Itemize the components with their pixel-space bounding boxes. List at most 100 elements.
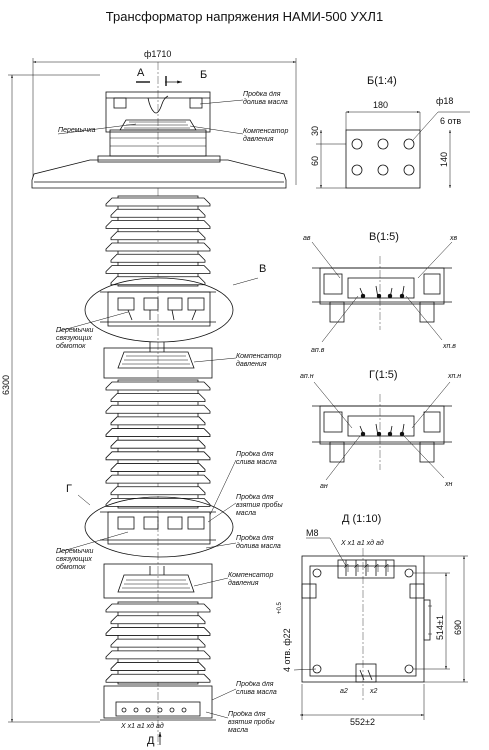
section-v-label: В [259,263,266,275]
callout-jumpers-link-windings-upper: Перемычки связующих обмоток [56,327,94,350]
middle-compensator-upper [117,351,195,369]
insulator-shed [105,197,211,207]
insulator-shed [105,603,211,613]
plate-hole [377,164,389,176]
top-flange-shed [31,159,287,189]
view-v-a-v: aв [303,235,311,242]
view-b-hole-dim: ф18 [436,96,453,106]
callout-jumpers-link-windings-lower: Перемычки связующих обмоток [56,548,94,571]
view-d-a2: a2 [340,688,348,695]
main-elevation-view: ф1710 6300 А Б В [1,49,297,747]
insulator-shed [105,673,211,683]
view-d-thread: М8 [306,528,319,538]
insulator-shed [110,393,206,403]
view-v-label: В(1:5) [369,231,399,243]
plate-hole [351,164,363,176]
section-b-label: Б [200,69,207,81]
insulator-core [117,195,199,287]
view-v-a-pv: aп.в [311,347,325,354]
insulator-shed [105,428,211,437]
height-dimension-label: 6300 [1,375,11,395]
view-d-holes: 4 отв. ф22 [282,628,292,672]
insulator-shed [110,416,206,426]
view-b-label: Б(1:4) [367,75,397,87]
callout-oil-fill-plug-middle: Пробка для долива масла [236,535,281,550]
terminal-box-g [319,405,445,445]
insulator-shed [110,463,206,472]
insulator-shed [105,650,211,660]
view-d-label: Д (1:10) [342,513,381,525]
callout-oil-fill-plug-top: Пробка для долива масла [243,91,288,106]
plate-hole [403,138,415,150]
view-d-x2: x2 [369,688,378,695]
view-d-terminals: X x1 a1 xд aд [340,539,384,547]
plate-hole [351,138,363,150]
view-v-x-v: xв [449,235,458,242]
insulator-shed [110,662,206,671]
width-dimension-label: ф1710 [144,49,171,59]
insulator-shed [110,208,206,218]
insulator-shed [105,627,211,636]
view-d-dim-552: 552±2 [350,717,375,727]
view-b-dim-30: 30 [310,126,320,136]
detail-g-callout [84,496,234,558]
callout-oil-sample-plug-middle: Пробка для взятия пробы масла [236,494,283,516]
insulator-shed [105,474,211,484]
view-d-dim-690: 690 [453,620,463,635]
plate-hole [403,164,415,176]
callout-oil-drain-plug-bottom: Пробка для слива масла [236,681,277,696]
mount-hole [404,664,414,674]
section-d-arrow-label: Д [147,735,155,747]
callout-jumper: Перемычка [58,127,96,134]
insulator-shed [105,451,211,461]
plate-hole [377,138,389,150]
insulator-shed [110,486,206,496]
mount-hole [312,568,322,578]
insulator-shed [105,404,211,414]
view-g-a-pn: aп.н [300,373,314,380]
insulator-shed [105,265,211,274]
view-b-flange-plate: Б(1:4) 180 ф18 6 отв 30 60 140 [310,75,470,189]
insulator-shed [105,497,211,507]
view-b-holes-count: 6 отв [440,116,461,126]
view-g-detail: Г(1:5) aп.н xп.н aн xн [300,369,461,490]
insulator-shed [110,276,206,286]
middle-compensator-lower [103,563,213,599]
drawing-title: Трансформатор напряжения НАМИ-500 УХЛ1 [105,9,384,24]
view-b-width-dim: 180 [373,100,388,110]
bottom-terminals-label: X x1 a1 xд aд [120,722,164,730]
mount-hole [404,568,414,578]
insulator-shed [105,220,211,229]
callout-compensator-middle: Компенсатор давления [236,353,282,368]
callout-oil-drain-plug-middle: Пробка для слива масла [236,451,277,466]
insulator-shed [105,242,211,252]
view-d-dim-514: 514±1 [435,615,445,640]
view-g-a-n: aн [320,483,328,490]
section-g-label: Г [66,483,72,495]
detail-v-callout [84,277,234,343]
view-d-tolerance: +0.5 [277,601,283,614]
view-g-x-n: xн [444,481,453,488]
view-v-detail: В(1:5) aв xв aп.в xп.в [303,231,458,354]
view-b-dim-140: 140 [439,152,449,167]
insulator-sheds-middle [105,379,211,509]
top-head-housing [105,91,211,133]
terminal-box-v [319,267,445,305]
view-g-label: Г(1:5) [369,369,398,381]
view-g-x-pn: xп.н [447,373,461,380]
middle-flange-upper [107,291,211,327]
view-d-base: Д (1:10) М8 X x1 a1 xд aд a2 x2 4 отв. ф… [277,513,468,727]
callout-oil-sample-plug-bottom: Пробка для взятия пробы масла [228,711,275,734]
view-b-dim-60: 60 [310,156,320,166]
view-v-x-pv: xп.в [442,343,456,350]
insulator-shed [105,381,211,391]
section-a-label: А [137,67,145,79]
callout-compensator-lower: Компенсатор давления [228,572,274,587]
insulator-sheds-lower [105,601,211,685]
insulator-shed [110,231,206,241]
insulator-shed [110,615,206,625]
insulator-shed [110,253,206,263]
insulator-shed [110,439,206,449]
insulator-sheds-upper [105,195,211,287]
